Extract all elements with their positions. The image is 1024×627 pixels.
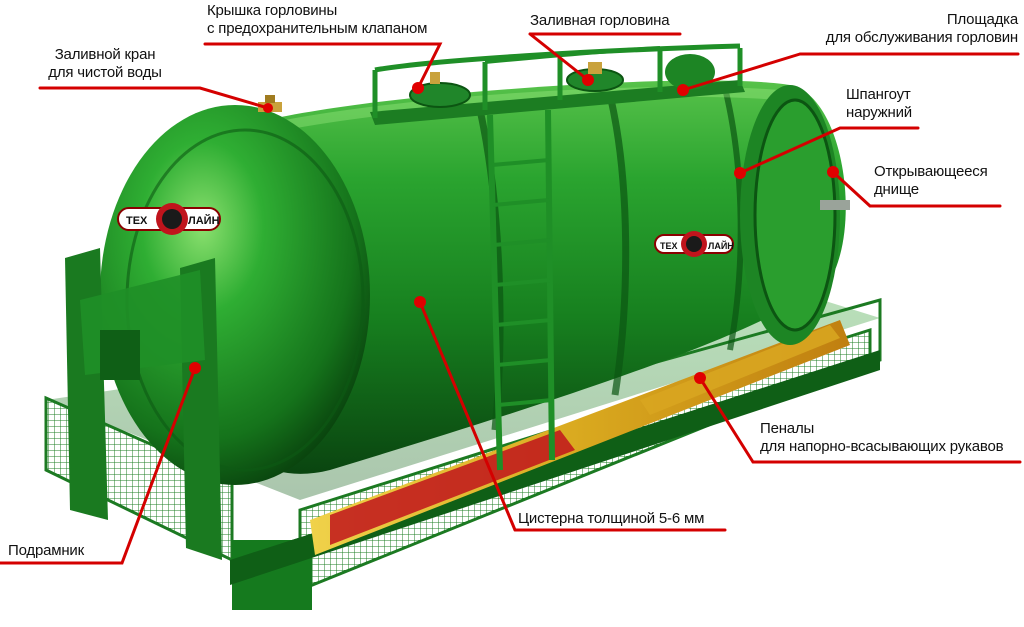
label-zalivnoy-kran-line2: для чистой воды (48, 64, 162, 81)
marker-dots (189, 74, 839, 384)
label-kryshka-line1: Крышка горловины (207, 2, 338, 19)
label-zalivnoy-kran: Заливной кран для чистой воды (40, 46, 170, 82)
dot-ploshchadka (677, 84, 689, 96)
label-dnishche-line2: днище (874, 181, 919, 198)
dot-kryshka (412, 82, 424, 94)
label-kryshka: Крышка горловины с предохранительным кла… (207, 2, 427, 38)
leader-kryshka (203, 42, 443, 90)
leader-dnishche (831, 170, 1002, 208)
label-shpangout: Шпангоут наружний (846, 86, 912, 122)
hoses (310, 320, 850, 555)
dot-shpangout (734, 167, 746, 179)
label-ploshchadka: Площадка для обслуживания горловин (790, 11, 1018, 47)
logo-front-right: ЛАЙН (188, 214, 220, 227)
leader-cisterna (418, 300, 727, 532)
logo-front: ТЕХ ЛАЙН (117, 203, 221, 235)
leader-ploshchadka (681, 52, 1020, 92)
label-penaly-line2: для напорно-всасывающих рукавов (760, 438, 1004, 455)
leader-lines (0, 32, 1022, 565)
label-ploshchadka-line2: для обслуживания горловин (825, 29, 1018, 46)
dot-cisterna (414, 296, 426, 308)
dot-zalivnoy-kran (263, 103, 273, 113)
leader-zalivnaya-gorlovina (528, 32, 682, 82)
ladder (487, 109, 555, 471)
label-dnishche-line1: Открывающееся (874, 163, 988, 180)
label-cisterna-line1: Цистерна толщиной 5-6 мм (518, 510, 705, 527)
logo-side: ТЕХ ЛАЙН (654, 231, 734, 257)
leader-shpangout (738, 126, 920, 175)
label-zalivnoy-kran-line1: Заливной кран (54, 46, 156, 63)
label-dnishche: Открывающееся днище (874, 163, 988, 199)
label-cisterna: Цистерна толщиной 5-6 мм (518, 510, 704, 528)
label-shpangout-line2: наружний (846, 104, 912, 121)
label-kryshka-line2: с предохранительным клапаном (207, 20, 428, 37)
label-penaly-line1: Пеналы (760, 420, 815, 437)
dot-penaly (694, 372, 706, 384)
dot-zalivnaya-gorlovina (582, 74, 594, 86)
label-zalivnaya-gorlovina: Заливная горловина (530, 12, 670, 30)
logo-side-right: ЛАЙН (708, 240, 734, 251)
front-head (65, 105, 370, 560)
dot-podramnik (189, 362, 201, 374)
dot-dnishche (827, 166, 839, 178)
logo-side-left: ТЕХ (660, 241, 678, 251)
leader-podramnik (0, 366, 197, 565)
label-penaly: Пеналы для напорно-всасывающих рукавов (760, 420, 1004, 456)
logo-front-left: ТЕХ (126, 215, 148, 227)
label-ploshchadka-line1: Площадка (946, 11, 1018, 28)
label-zalivnaya-gorlovina-line1: Заливная горловина (530, 12, 670, 29)
label-shpangout-line1: Шпангоут (846, 86, 911, 103)
label-podramnik: Подрамник (8, 542, 84, 560)
label-podramnik-line1: Подрамник (8, 542, 84, 559)
leader-penaly (698, 376, 1022, 464)
service-platform (370, 43, 745, 125)
leader-zalivnoy-kran (38, 86, 270, 110)
